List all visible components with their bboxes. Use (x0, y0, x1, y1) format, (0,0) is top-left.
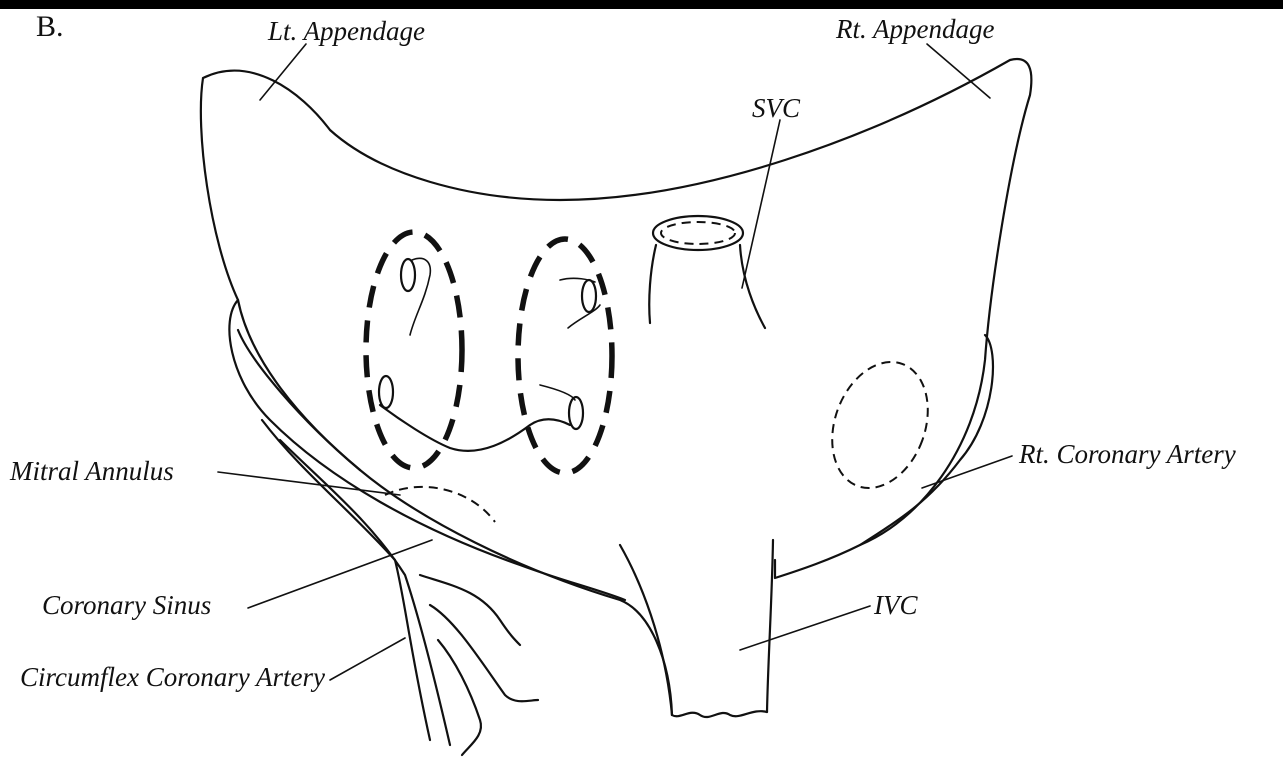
vein-rinf (569, 397, 583, 429)
ivc-left-wall (620, 545, 672, 715)
mitral-annulus-arc (385, 487, 495, 522)
circumflex-branch-c (438, 640, 481, 755)
leader-mitral-annulus (218, 472, 400, 495)
circumflex-trunk-2 (280, 440, 450, 745)
label-ivc: IVC (873, 590, 918, 620)
svc-suture-ring (661, 222, 735, 244)
vein-rsup (582, 280, 596, 312)
leader-rt-coronary (922, 456, 1012, 488)
label-circumflex-coronary-artery: Circumflex Coronary Artery (20, 662, 325, 692)
label-mitral-annulus: Mitral Annulus (9, 456, 174, 486)
leader-circumflex (330, 638, 405, 680)
label-coronary-sinus: Coronary Sinus (42, 590, 211, 620)
label-lt-appendage: Lt. Appendage (267, 16, 425, 46)
circumflex-branch-b (430, 605, 538, 701)
svc-right-wall (740, 245, 765, 328)
ivc-right-wall (767, 540, 773, 712)
leader-ivc (740, 606, 870, 650)
vein-rinf-branch (540, 385, 575, 400)
right-pulmonary-veins-ellipse (518, 239, 612, 473)
label-rt-appendage: Rt. Appendage (835, 14, 994, 44)
leader-rt-appendage (927, 44, 990, 98)
svc-left-wall (649, 245, 656, 323)
leader-lt-appendage (260, 44, 306, 100)
vein-lsup (401, 259, 415, 291)
panel-letter: B. (36, 10, 64, 43)
vein-linf (379, 376, 393, 408)
vein-lsup-branch (410, 258, 430, 335)
leader-svc (742, 120, 780, 288)
inferior-connecting-line (380, 405, 570, 451)
right-av-groove (860, 335, 993, 545)
ivc-cut-edge (672, 711, 767, 717)
right-atrial-dashed-oval (815, 349, 944, 502)
label-svc: SVC (752, 93, 801, 123)
circumflex-branch-a (420, 575, 520, 645)
label-rt-coronary-artery: Rt. Coronary Artery (1018, 439, 1236, 469)
